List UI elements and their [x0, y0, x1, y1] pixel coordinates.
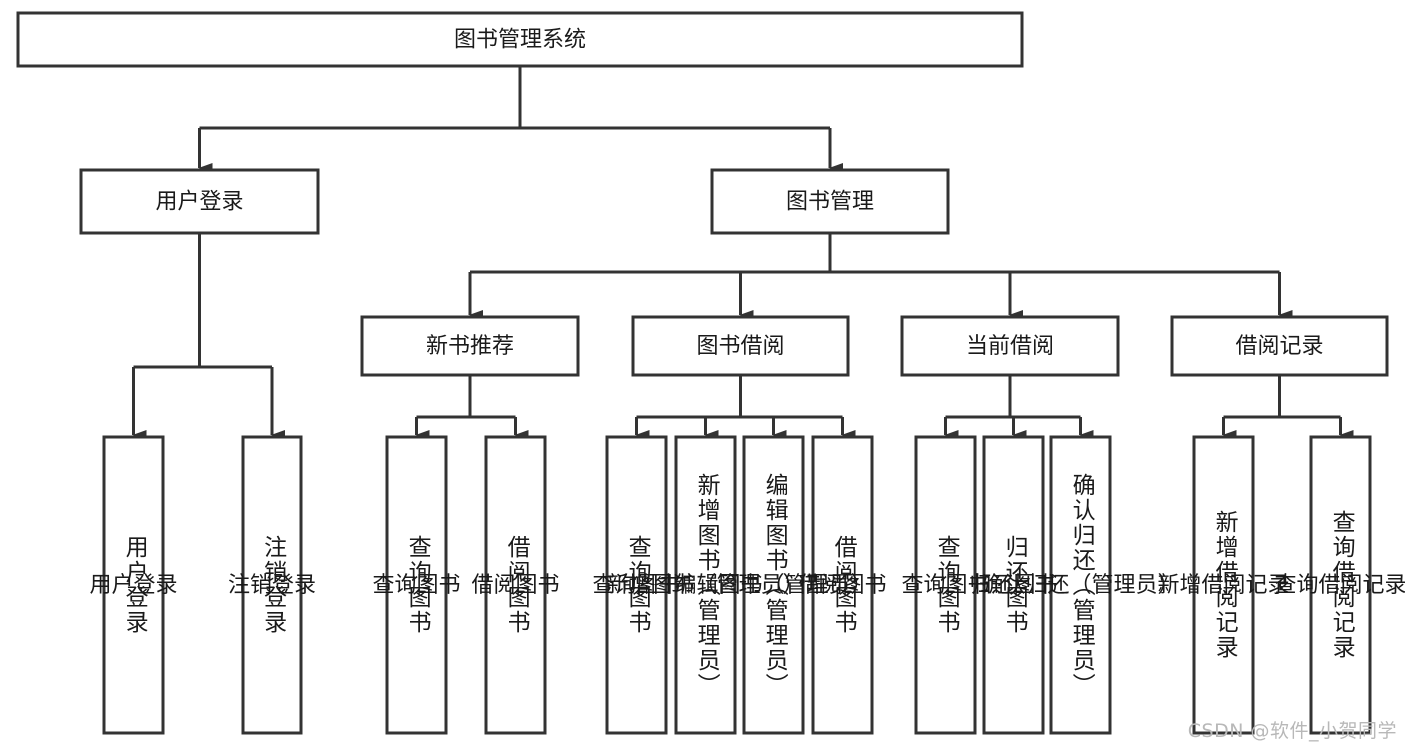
node-leaf-query-book-2[interactable]: [605, 435, 668, 735]
node-leaf-confirm-return-admin-label: 确认归还（管理员）: [981, 573, 1179, 598]
node-leaf-logout-login[interactable]: [241, 435, 303, 735]
node-root-system[interactable]: [16, 11, 1024, 68]
node-book-borrow-label: 图书借阅: [696, 334, 784, 359]
node-leaf-add-book-admin-label: 新增图书（管理员）: [606, 573, 804, 598]
node-current-borrow[interactable]: [900, 315, 1120, 377]
node-leaf-add-borrow-record-label: 新增借阅记录: [1157, 573, 1289, 598]
watermark-text: CSDN @软件_小贺同学: [1187, 720, 1397, 742]
connector-lines: [132, 66, 1354, 440]
node-leaf-query-borrow-record[interactable]: [1309, 435, 1372, 735]
node-root-system-label: 图书管理系统: [454, 28, 586, 53]
node-borrow-record-label: 借阅记录: [1235, 334, 1323, 359]
node-book-management[interactable]: [710, 168, 950, 235]
node-leaf-query-book-1-label: 查询图书: [372, 573, 460, 598]
node-leaf-return-book-label: 归还图书: [969, 573, 1057, 598]
node-leaf-user-login-label: 用户登录: [89, 573, 177, 598]
node-book-management-label: 图书管理: [786, 190, 874, 215]
node-leaf-query-book-3-label: 查询图书: [901, 573, 989, 598]
node-leaf-edit-book-admin[interactable]: [742, 435, 805, 735]
node-leaf-query-book-1[interactable]: [385, 435, 448, 735]
node-leaf-borrow-book-1[interactable]: [484, 435, 547, 735]
node-leaf-query-borrow-record-label: 查询借阅记录: [1274, 573, 1405, 598]
node-boxes: [16, 11, 1389, 735]
node-leaf-return-book[interactable]: [982, 435, 1045, 735]
node-leaf-confirm-return-admin[interactable]: [1049, 435, 1112, 735]
node-leaf-add-book-admin[interactable]: [674, 435, 737, 735]
node-leaf-borrow-book-2[interactable]: [811, 435, 874, 735]
node-book-borrow[interactable]: [631, 315, 850, 377]
node-leaf-add-borrow-record[interactable]: [1192, 435, 1255, 735]
node-leaf-logout-login-label: 注销登录: [228, 573, 316, 598]
node-current-borrow-label: 当前借阅: [966, 334, 1054, 359]
node-leaf-borrow-book-1-label: 借阅图书: [471, 573, 559, 598]
node-leaf-borrow-book-2-label: 借阅图书: [798, 573, 886, 598]
node-leaf-query-book-3[interactable]: [914, 435, 977, 735]
node-leaf-user-login[interactable]: [102, 435, 165, 735]
node-labels: 图书管理系统用户登录图书管理新书推荐图书借阅当前借阅借阅记录用户登录注销登录查询…: [89, 28, 1405, 599]
node-leaf-edit-book-admin-label: 编辑图书（管理员）: [674, 573, 872, 598]
node-user-login[interactable]: [79, 168, 320, 235]
node-borrow-record[interactable]: [1170, 315, 1389, 377]
node-leaf-query-book-2-label: 查询图书: [592, 573, 680, 598]
node-user-login-label: 用户登录: [155, 190, 243, 215]
node-new-book-recommend-label: 新书推荐: [426, 334, 514, 359]
node-new-book-recommend[interactable]: [360, 315, 580, 377]
